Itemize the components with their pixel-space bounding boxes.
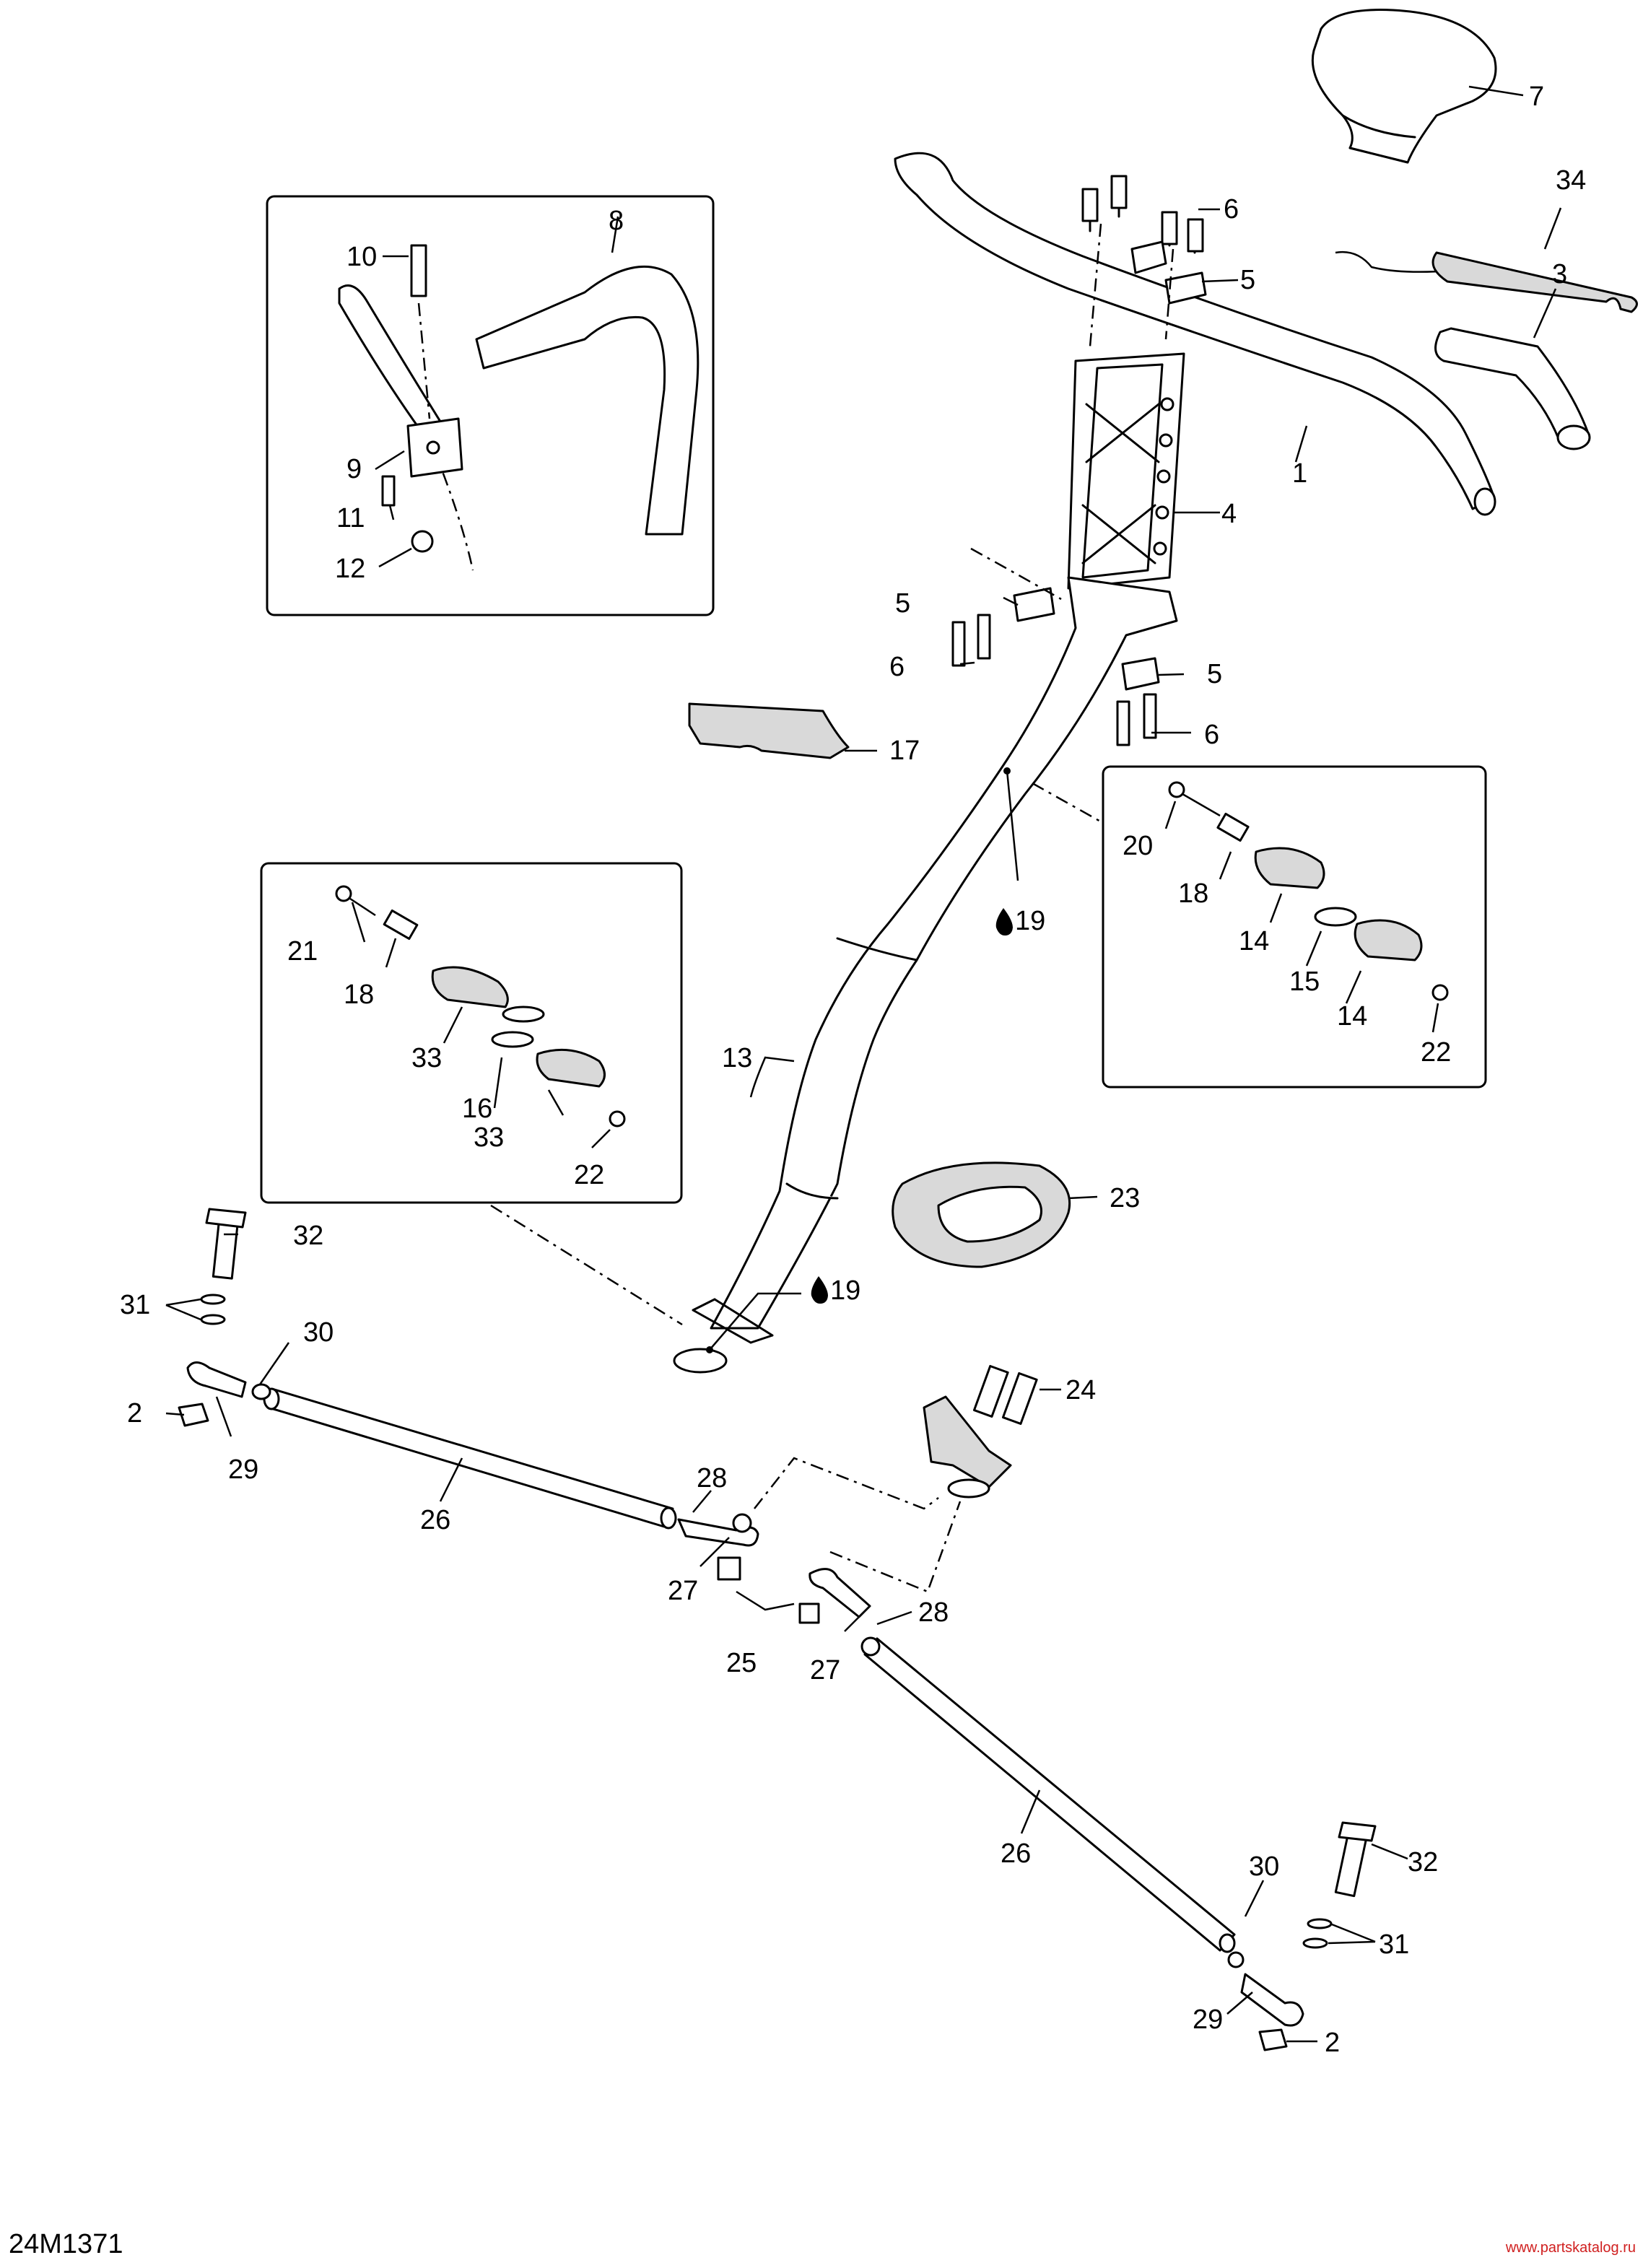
callout-6: 6 bbox=[1204, 720, 1219, 750]
callout-34: 34 bbox=[1556, 165, 1586, 196]
callout-16: 16 bbox=[462, 1094, 492, 1124]
callout-26: 26 bbox=[420, 1505, 450, 1535]
callout-1: 1 bbox=[1292, 458, 1307, 489]
watermark: www.partskatalog.ru bbox=[1505, 2240, 1636, 2256]
detail-box-steering-column-link bbox=[260, 862, 683, 1204]
callout-24: 24 bbox=[1065, 1375, 1096, 1405]
diagram-id: 24M1371 bbox=[9, 2229, 123, 2259]
callout-2: 2 bbox=[1325, 2028, 1340, 2058]
callout-28: 28 bbox=[918, 1597, 949, 1628]
handlebar-cover bbox=[338, 244, 700, 571]
callout-3: 3 bbox=[1552, 259, 1567, 289]
callout-22: 22 bbox=[1421, 1037, 1451, 1068]
callout-27: 27 bbox=[668, 1576, 698, 1606]
callout-27: 27 bbox=[810, 1655, 840, 1685]
callout-4: 4 bbox=[1221, 499, 1237, 529]
callout-33: 33 bbox=[474, 1122, 504, 1153]
handlebar-riser bbox=[1067, 352, 1185, 590]
steering-column bbox=[673, 576, 1178, 1374]
callout-29: 29 bbox=[1193, 2005, 1223, 2035]
callout-17: 17 bbox=[889, 736, 920, 766]
callout-30: 30 bbox=[303, 1317, 334, 1348]
callout-5: 5 bbox=[1207, 659, 1222, 689]
callout-21: 21 bbox=[287, 936, 318, 967]
callout-12: 12 bbox=[335, 554, 365, 584]
callout-18: 18 bbox=[1178, 878, 1208, 909]
callout-19: 19 bbox=[830, 1275, 860, 1306]
callout-9: 9 bbox=[347, 454, 362, 484]
callout-25: 25 bbox=[726, 1648, 757, 1678]
callout-31: 31 bbox=[1379, 1929, 1409, 1960]
callout-7: 7 bbox=[1529, 82, 1544, 112]
link-assembly-left bbox=[335, 885, 626, 1128]
callout-14: 14 bbox=[1337, 1001, 1367, 1031]
callout-31: 31 bbox=[120, 1290, 150, 1320]
callout-5: 5 bbox=[895, 588, 910, 619]
callout-11: 11 bbox=[336, 503, 365, 533]
link-assembly-right bbox=[1168, 781, 1449, 1001]
grease-drop-icon bbox=[811, 1276, 828, 1304]
handlebar-pad bbox=[1311, 9, 1497, 164]
center-links bbox=[677, 1364, 1038, 1624]
callout-6: 6 bbox=[889, 652, 905, 682]
leader-lines bbox=[165, 85, 1562, 2043]
callout-30: 30 bbox=[1249, 1852, 1279, 1882]
callout-13: 13 bbox=[722, 1043, 752, 1073]
callout-labels: 7 34 3 1 4 6 5 5 6 5 6 17 19 13 23 19 10… bbox=[120, 82, 1586, 2058]
grease-drop-icon bbox=[995, 908, 1013, 935]
handlebar-end bbox=[1434, 327, 1591, 450]
callout-14: 14 bbox=[1239, 926, 1269, 956]
callout-2: 2 bbox=[127, 1398, 142, 1429]
detail-box-steering-upper-link bbox=[1102, 765, 1487, 1089]
callout-10: 10 bbox=[347, 242, 377, 272]
tie-rod-right bbox=[860, 1636, 1377, 2051]
callout-33: 33 bbox=[411, 1043, 442, 1073]
callout-22: 22 bbox=[574, 1160, 604, 1190]
callout-32: 32 bbox=[293, 1221, 323, 1251]
lower-clamps bbox=[951, 547, 1160, 746]
callout-26: 26 bbox=[1001, 1839, 1031, 1869]
callout-5: 5 bbox=[1240, 265, 1255, 295]
support-plate bbox=[688, 702, 850, 759]
grip-with-cable bbox=[1335, 250, 1638, 313]
detail-box-handlebar-clamp bbox=[266, 195, 715, 616]
callout-6: 6 bbox=[1224, 194, 1239, 224]
callout-29: 29 bbox=[228, 1454, 258, 1485]
callout-20: 20 bbox=[1123, 831, 1153, 861]
callout-19: 19 bbox=[1015, 906, 1045, 936]
callout-23: 23 bbox=[1110, 1183, 1140, 1213]
upper-clamps bbox=[1081, 175, 1207, 347]
steering-boot bbox=[892, 1161, 1071, 1268]
callout-15: 15 bbox=[1289, 967, 1320, 997]
connector-lines bbox=[490, 782, 1104, 1326]
tie-rod-left bbox=[178, 1208, 677, 1530]
callout-18: 18 bbox=[344, 980, 374, 1010]
callout-32: 32 bbox=[1408, 1847, 1438, 1877]
callout-8: 8 bbox=[609, 206, 624, 236]
handlebar bbox=[894, 152, 1496, 516]
callout-28: 28 bbox=[697, 1463, 727, 1493]
